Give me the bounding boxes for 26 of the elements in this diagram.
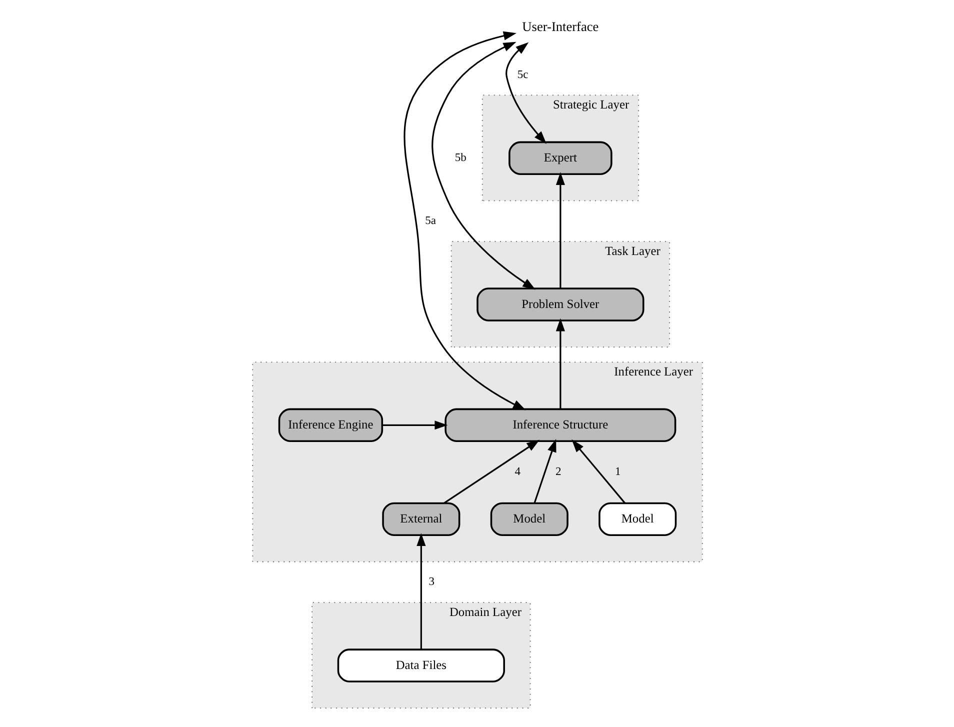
arrow	[382, 420, 448, 430]
edge-label: 5c	[516, 68, 528, 81]
arrow	[403, 31, 526, 410]
edge-label: 1	[614, 466, 620, 478]
node-box: Data Files	[336, 648, 504, 682]
node-box: Problem Solver	[476, 288, 644, 322]
node-box: Model	[490, 502, 568, 536]
arrow	[555, 172, 564, 288]
node-box: Expert	[508, 141, 612, 176]
edge-label: 2	[555, 466, 561, 478]
arrow	[416, 533, 426, 650]
arrow	[571, 439, 625, 504]
node-box: Inference Engine	[278, 408, 383, 442]
arrow	[505, 42, 546, 144]
edge-label: 3	[428, 576, 434, 588]
node-box: External	[382, 502, 460, 536]
edge-label: 5b	[454, 152, 466, 164]
arrow	[533, 439, 556, 504]
node-text: User-Interface	[522, 18, 598, 34]
node-box: Model	[598, 502, 676, 536]
arrow	[443, 440, 540, 504]
node-box: Inference Structure	[444, 408, 676, 442]
arrow	[431, 42, 536, 290]
arrow	[555, 318, 564, 409]
edge-label: 5a	[424, 215, 436, 228]
edge-label: 4	[514, 466, 520, 478]
